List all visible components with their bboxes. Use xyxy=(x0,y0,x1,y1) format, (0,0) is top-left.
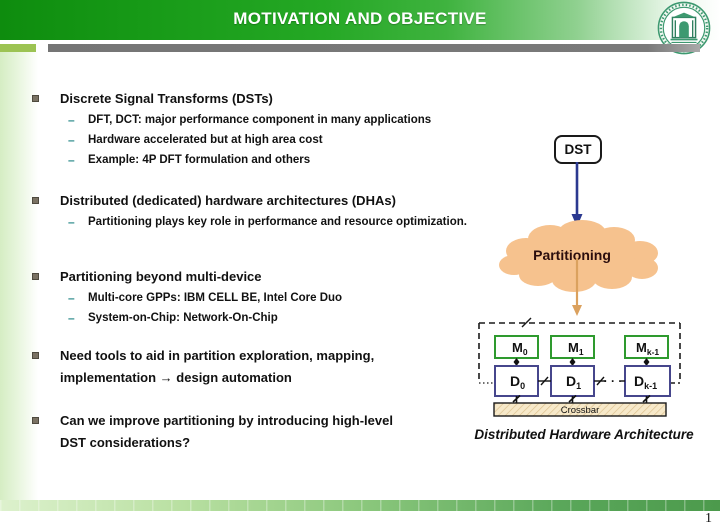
mem-dev-links xyxy=(513,358,650,366)
svg-text:M1: M1 xyxy=(568,340,584,357)
memory-boxes: M0 M1 Mk-1 xyxy=(494,335,669,359)
sub-bullet-text: Partitioning plays key role in performan… xyxy=(88,215,467,228)
sub-bullet: – System-on-Chip: Network-On-Chip xyxy=(68,311,512,327)
page-title: MOTIVATION AND OBJECTIVE xyxy=(233,9,487,28)
bullet-square-icon xyxy=(32,417,39,424)
dash-bullet-icon: – xyxy=(68,112,75,127)
bullet-text: Partitioning beyond multi-device xyxy=(60,269,262,284)
device-box xyxy=(550,365,595,397)
device-boxes: D0 D1 Dk-1 xyxy=(494,365,671,397)
crossbar-links xyxy=(512,394,651,403)
sub-bullet-text: System-on-Chip: Network-On-Chip xyxy=(88,311,278,324)
dashed-loop xyxy=(478,322,681,384)
svg-text:D0: D0 xyxy=(510,373,525,391)
sub-bullet: – Hardware accelerated but at high area … xyxy=(68,133,512,149)
dash-bullet-icon: – xyxy=(68,214,75,229)
sub-bullet: – Partitioning plays key role in perform… xyxy=(68,215,512,231)
arrow-partitioning-to-architecture-icon xyxy=(572,258,582,316)
bullet-section-dsts: Discrete Signal Transforms (DSTs) – DFT,… xyxy=(30,88,512,173)
left-gradient-strip xyxy=(0,52,38,500)
svg-text:Mk-1: Mk-1 xyxy=(636,340,659,357)
dash-bullet-icon: – xyxy=(68,290,75,305)
bullet-section-tools: Need tools to aid in partition explorati… xyxy=(30,345,416,388)
accent-rect xyxy=(0,44,36,52)
bullet-section-dhas: Distributed (dedicated) hardware archite… xyxy=(30,190,512,235)
dash-bullet-icon: – xyxy=(68,310,75,325)
partitioning-cloud: Partitioning xyxy=(499,220,658,292)
crossbar xyxy=(493,402,667,417)
svg-text:D1: D1 xyxy=(566,373,581,391)
ellipsis: · · · xyxy=(604,374,623,388)
bullet-text: Can we improve partitioning by introduci… xyxy=(60,413,393,450)
sub-bullet-text: Example: 4P DFT formulation and others xyxy=(88,153,311,166)
sub-bullet-text: DFT, DCT: major performance component in… xyxy=(88,113,432,126)
sub-bullet: – Multi-core GPPs: IBM CELL BE, Intel Co… xyxy=(68,291,512,307)
bullet-square-icon xyxy=(32,352,39,359)
bullet-section-partitioning: Partitioning beyond multi-device – Multi… xyxy=(30,266,512,331)
bus-slash-icon xyxy=(521,317,532,328)
bullet-square-icon xyxy=(32,197,39,204)
dst-node: DST xyxy=(554,135,602,164)
bullet-square-icon xyxy=(32,273,39,280)
bottom-gradient-bar xyxy=(0,500,720,511)
dash-bullet-icon: – xyxy=(68,132,75,147)
cloud-label: Partitioning xyxy=(533,247,611,263)
svg-text:M0: M0 xyxy=(512,340,528,357)
device-buses xyxy=(538,376,625,386)
architecture-caption: Distributed Hardware Architecture xyxy=(474,427,694,442)
sub-bullet: – Example: 4P DFT formulation and others xyxy=(68,153,512,169)
university-seal-logo xyxy=(657,1,711,55)
crossbar-label: Crossbar xyxy=(561,405,600,416)
svg-text:Dk-1: Dk-1 xyxy=(634,373,657,391)
device-box xyxy=(494,365,539,397)
bullet-text: Need tools to aid in partition explorati… xyxy=(60,348,375,385)
header-bar: MOTIVATION AND OBJECTIVE xyxy=(0,0,720,40)
sub-bullet: – DFT, DCT: major performance component … xyxy=(68,113,512,129)
bullet-text: Discrete Signal Transforms (DSTs) xyxy=(60,91,273,106)
divider-bar xyxy=(48,44,700,52)
hardware-architecture-diagram: M0 M1 Mk-1 D0 D1 Dk-1 xyxy=(478,317,681,417)
dash-bullet-icon: – xyxy=(68,152,75,167)
page-number: 1 xyxy=(705,511,712,526)
bullet-square-icon xyxy=(32,95,39,102)
bullet-text: Distributed (dedicated) hardware archite… xyxy=(60,193,396,208)
sub-bullet-text: Hardware accelerated but at high area co… xyxy=(88,133,323,146)
bullet-section-question: Can we improve partitioning by introduci… xyxy=(30,410,416,453)
sub-bullet-text: Multi-core GPPs: IBM CELL BE, Intel Core… xyxy=(88,291,343,304)
device-box xyxy=(624,365,671,397)
